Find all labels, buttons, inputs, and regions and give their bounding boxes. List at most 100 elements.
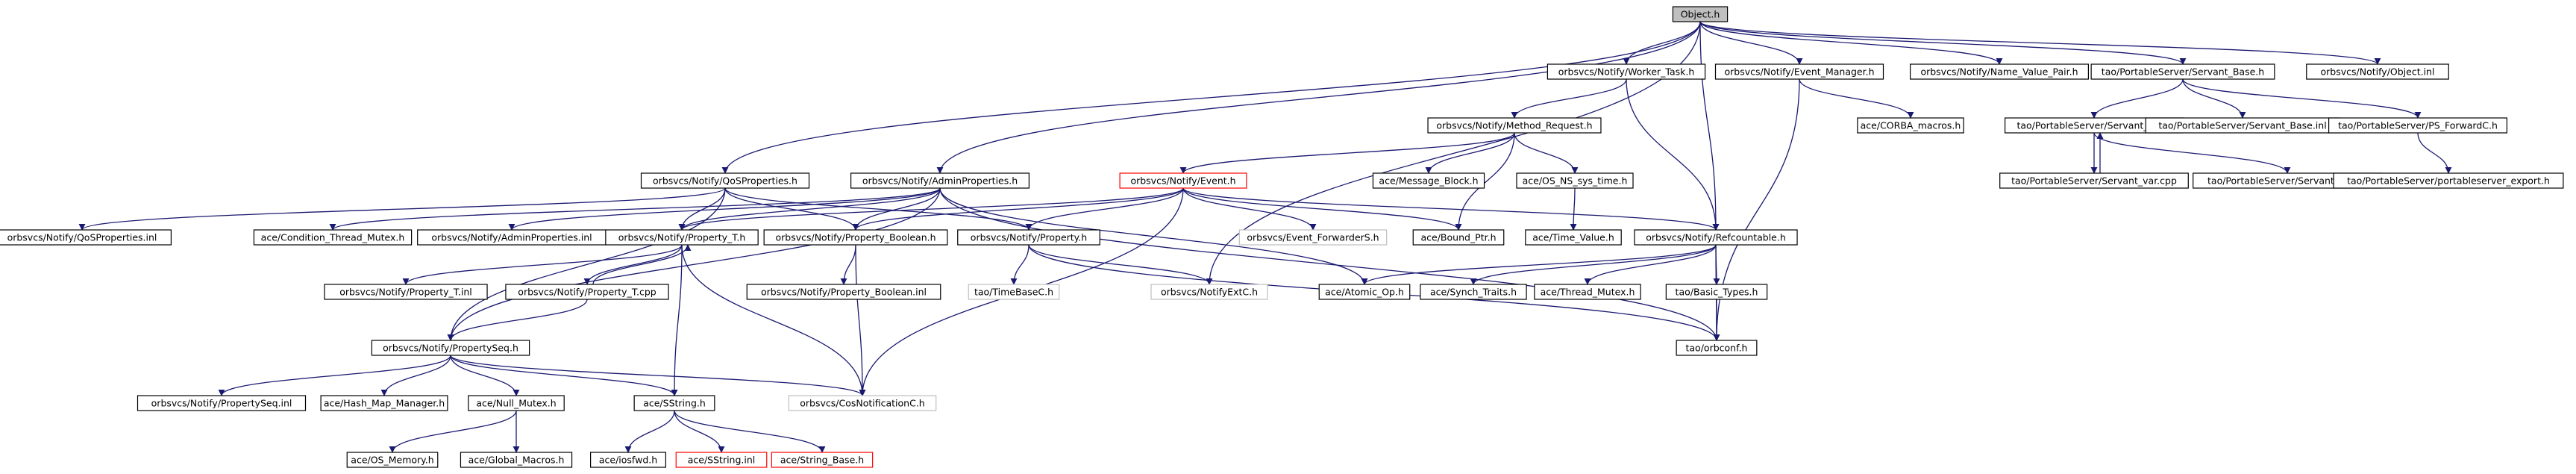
include-edge-event_h-to-property_boolean_h bbox=[852, 187, 1184, 231]
node-adminproperties-h[interactable]: orbsvcs/Notify/AdminProperties.h bbox=[850, 172, 1030, 189]
include-edge-event_manager_h-to-orbconf_h bbox=[1713, 78, 1800, 341]
include-edge-property_boolean_h-to-cosnotificationc_h bbox=[855, 244, 866, 396]
node-thread-mutex-h[interactable]: ace/Thread_Mutex.h bbox=[1534, 284, 1641, 300]
node-basic-types-h[interactable]: tao/Basic_Types.h bbox=[1665, 284, 1768, 300]
node-label: ace/Time_Value.h bbox=[1532, 232, 1614, 243]
include-edge-servant_base_h-to-servant_base_inl bbox=[2182, 78, 2246, 119]
node-global-macros-h[interactable]: ace/Global_Macros.h bbox=[460, 452, 573, 468]
node-worker-task-h[interactable]: orbsvcs/Notify/Worker_Task.h bbox=[1546, 63, 1706, 80]
node-corba-macros-h[interactable]: ace/CORBA_macros.h bbox=[1857, 117, 1964, 134]
include-edge-propertyseq_h-to-propertyseq_inl bbox=[218, 355, 451, 396]
node-label: orbsvcs/Notify/PropertySeq.h bbox=[383, 343, 518, 354]
include-edge-adminproperties_h-to-orbconf_h bbox=[939, 187, 1720, 341]
node-label: orbsvcs/Notify/AdminProperties.inl bbox=[431, 232, 592, 243]
node-servant-base-h[interactable]: tao/PortableServer/Servant_Base.h bbox=[2090, 63, 2275, 80]
node-adminproperties-inl[interactable]: orbsvcs/Notify/AdminProperties.inl bbox=[417, 229, 607, 246]
node-property-h[interactable]: orbsvcs/Notify/Property.h bbox=[957, 229, 1100, 246]
include-edge-method_request_h-to-message_block_h bbox=[1425, 132, 1515, 174]
node-ps-forwardc-h[interactable]: tao/PortableServer/PS_ForwardC.h bbox=[2328, 117, 2508, 134]
include-edge-property_t_h-to-sstring_h bbox=[671, 244, 683, 396]
node-label: orbsvcs/Notify/Property_T.cpp bbox=[518, 287, 656, 298]
node-sstring-inl[interactable]: ace/SString.inl bbox=[675, 452, 768, 468]
node-object-inl[interactable]: orbsvcs/Notify/Object.inl bbox=[2306, 63, 2449, 80]
node-label: ace/OS_Memory.h bbox=[351, 455, 433, 466]
node-label: orbsvcs/CosNotificationC.h bbox=[800, 398, 924, 409]
node-synch-traits-h[interactable]: ace/Synch_Traits.h bbox=[1420, 284, 1527, 300]
node-box bbox=[1412, 229, 1505, 246]
include-edge-event_h-to-property_t_h bbox=[678, 187, 1184, 231]
node-box bbox=[1318, 284, 1411, 300]
node-label: tao/PortableServer/Servant_var.cpp bbox=[2011, 175, 2177, 187]
include-edge-qosproperties_h-to-qosproperties_inl bbox=[78, 187, 726, 231]
node-propertyseq-h[interactable]: orbsvcs/Notify/PropertySeq.h bbox=[371, 340, 530, 356]
node-iosfwd-h[interactable]: ace/iosfwd.h bbox=[589, 452, 666, 468]
node-property-t-cpp[interactable]: orbsvcs/Notify/Property_T.cpp bbox=[505, 284, 669, 300]
include-edge-propertyseq_h-to-sstring_h bbox=[450, 355, 678, 396]
node-os-memory-h[interactable]: ace/OS_Memory.h bbox=[346, 452, 439, 468]
node-label: orbsvcs/Notify/Worker_Task.h bbox=[1558, 66, 1695, 78]
node-method-request-h[interactable]: orbsvcs/Notify/Method_Request.h bbox=[1427, 117, 1602, 134]
node-label: ace/iosfwd.h bbox=[599, 455, 657, 466]
include-edge-propertyseq_h-to-cosnotificationc_h bbox=[450, 355, 866, 396]
node-servant-base-inl[interactable]: tao/PortableServer/Servant_Base.inl bbox=[2145, 117, 2340, 134]
node-os-ns-sys-time-h[interactable]: ace/OS_NS_sys_time.h bbox=[1516, 172, 1634, 189]
node-sstring-h[interactable]: ace/SString.h bbox=[633, 395, 715, 411]
node-box bbox=[1238, 229, 1388, 246]
node-box bbox=[0, 229, 172, 246]
node-portableserver-export-h[interactable]: tao/PortableServer/portableserver_export… bbox=[2333, 172, 2564, 189]
node-string-base-h[interactable]: ace/String_Base.h bbox=[771, 452, 874, 468]
node-property-boolean-h[interactable]: orbsvcs/Notify/Property_Boolean.h bbox=[763, 229, 948, 246]
node-condition-thread-mutex-h[interactable]: ace/Condition_Thread_Mutex.h bbox=[253, 229, 413, 246]
include-edge-qosproperties_h-to-propertyseq_h bbox=[447, 187, 726, 341]
node-null-mutex-h[interactable]: ace/Null_Mutex.h bbox=[468, 395, 565, 411]
node-box bbox=[788, 395, 937, 411]
node-propertyseq-inl[interactable]: orbsvcs/Notify/PropertySeq.inl bbox=[137, 395, 307, 411]
node-hash-map-manager-h[interactable]: ace/Hash_Map_Manager.h bbox=[320, 395, 448, 411]
node-qosproperties-inl[interactable]: orbsvcs/Notify/QoSProperties.inl bbox=[0, 229, 172, 246]
node-notifyextc-h[interactable]: orbsvcs/NotifyExtC.h bbox=[1150, 284, 1268, 300]
node-name-value-pair-h[interactable]: orbsvcs/Notify/Name_Value_Pair.h bbox=[1910, 63, 2090, 80]
include-edge-adminproperties_h-to-condition_thread_mutex_h bbox=[329, 187, 941, 231]
node-refcountable-h[interactable]: orbsvcs/Notify/Refcountable.h bbox=[1634, 229, 1798, 246]
include-edge-property_h-to-timebasec_h bbox=[1010, 244, 1030, 285]
node-box bbox=[468, 395, 565, 411]
node-property-t-inl[interactable]: orbsvcs/Notify/Property_T.inl bbox=[324, 284, 488, 300]
node-label: Object.h bbox=[1681, 9, 1720, 20]
node-cosnotificationc-h[interactable]: orbsvcs/CosNotificationC.h bbox=[788, 395, 937, 411]
node-label: tao/PortableServer/Servant_Base.h bbox=[2102, 66, 2264, 78]
node-event-manager-h[interactable]: orbsvcs/Notify/Event_Manager.h bbox=[1714, 63, 1884, 80]
node-box bbox=[763, 229, 948, 246]
node-box bbox=[1999, 172, 2189, 189]
node-label: ace/Bound_Ptr.h bbox=[1420, 232, 1496, 243]
node-label: orbsvcs/Notify/Refcountable.h bbox=[1646, 232, 1786, 243]
include-edge-propertyseq_h-to-hash_map_manager_h bbox=[380, 355, 451, 396]
node-message-block-h[interactable]: ace/Message_Block.h bbox=[1372, 172, 1485, 189]
node-box bbox=[1910, 63, 2090, 80]
node-box bbox=[371, 340, 530, 356]
node-label: ace/OS_NS_sys_time.h bbox=[1523, 175, 1628, 187]
node-label: tao/PortableServer/Servant_var.h bbox=[2016, 120, 2171, 131]
include-edge-event_h-to-property_h bbox=[1025, 187, 1184, 231]
node-bound-ptr-h[interactable]: ace/Bound_Ptr.h bbox=[1412, 229, 1505, 246]
node-box bbox=[346, 452, 439, 468]
node-event-h[interactable]: orbsvcs/Notify/Event.h bbox=[1119, 172, 1247, 189]
node-orbconf-h[interactable]: tao/orbconf.h bbox=[1676, 340, 1758, 356]
node-atomic-op-h[interactable]: ace/Atomic_Op.h bbox=[1318, 284, 1411, 300]
node-qosproperties-h[interactable]: orbsvcs/Notify/QoSProperties.h bbox=[640, 172, 810, 189]
node-event-forwarders-h[interactable]: orbsvcs/Event_ForwarderS.h bbox=[1238, 229, 1388, 246]
node-servant-var-h[interactable]: tao/PortableServer/Servant_var.h bbox=[2005, 117, 2184, 134]
node-box bbox=[1857, 117, 1964, 134]
node-object-h[interactable]: Object.h bbox=[1672, 6, 1729, 22]
node-timebasec-h[interactable]: tao/TimeBaseC.h bbox=[968, 284, 1060, 300]
node-box bbox=[253, 229, 413, 246]
node-property-t-h[interactable]: orbsvcs/Notify/Property_T.h bbox=[605, 229, 759, 246]
node-servant-var-cpp[interactable]: tao/PortableServer/Servant_var.cpp bbox=[1999, 172, 2189, 189]
node-property-boolean-inl[interactable]: orbsvcs/Notify/Property_Boolean.inl bbox=[746, 284, 941, 300]
include-edge-property_t_h-to-property_t_cpp bbox=[583, 244, 683, 285]
include-edge-qosproperties_h-to-property_boolean_h bbox=[724, 187, 859, 231]
node-time-value-h[interactable]: ace/Time_Value.h bbox=[1525, 229, 1622, 246]
node-label: tao/PortableServer/Servant_var.inl bbox=[2207, 175, 2367, 187]
node-box bbox=[1665, 284, 1768, 300]
include-edge-event_h-to-event_forwarders_h bbox=[1182, 187, 1317, 231]
